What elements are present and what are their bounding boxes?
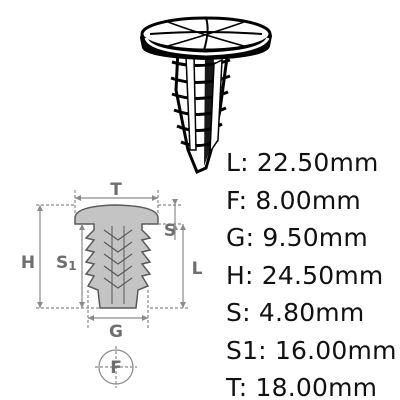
dim-label-s1-subscript: 1 — [68, 259, 76, 273]
dim-label-s1: S1 — [56, 253, 77, 273]
dim-label-t: T — [110, 180, 122, 200]
clip-stem — [170, 48, 231, 174]
spec-head-diameter: T: 18.00mm — [226, 373, 378, 400]
spec-total-height: H: 24.50mm — [226, 260, 384, 290]
dim-label-h: H — [21, 253, 35, 273]
dim-label-l: L — [192, 259, 203, 279]
dim-label-s: S — [164, 221, 176, 241]
spec-stem-length: S1: 16.00mm — [226, 335, 397, 365]
spec-head-thickness: S: 4.80mm — [226, 298, 365, 327]
clip-technical-drawing: T H S1 S L G F — [21, 180, 203, 388]
spec-length: L: 22.50mm — [226, 148, 379, 177]
dim-label-f: F — [110, 358, 122, 378]
dimension-lines — [36, 190, 190, 388]
clip-3d-render — [140, 16, 272, 174]
spec-stem-width: G: 9.50mm — [226, 223, 368, 252]
clip-head — [140, 16, 272, 60]
spec-list: L: 22.50mm F: 8.00mm G: 9.50mm H: 24.50m… — [226, 144, 400, 400]
clip-side-profile — [74, 204, 159, 309]
dim-label-s1-base: S — [56, 253, 68, 273]
dim-label-g: G — [109, 322, 123, 342]
spec-hole-diameter: F: 8.00mm — [226, 185, 361, 215]
